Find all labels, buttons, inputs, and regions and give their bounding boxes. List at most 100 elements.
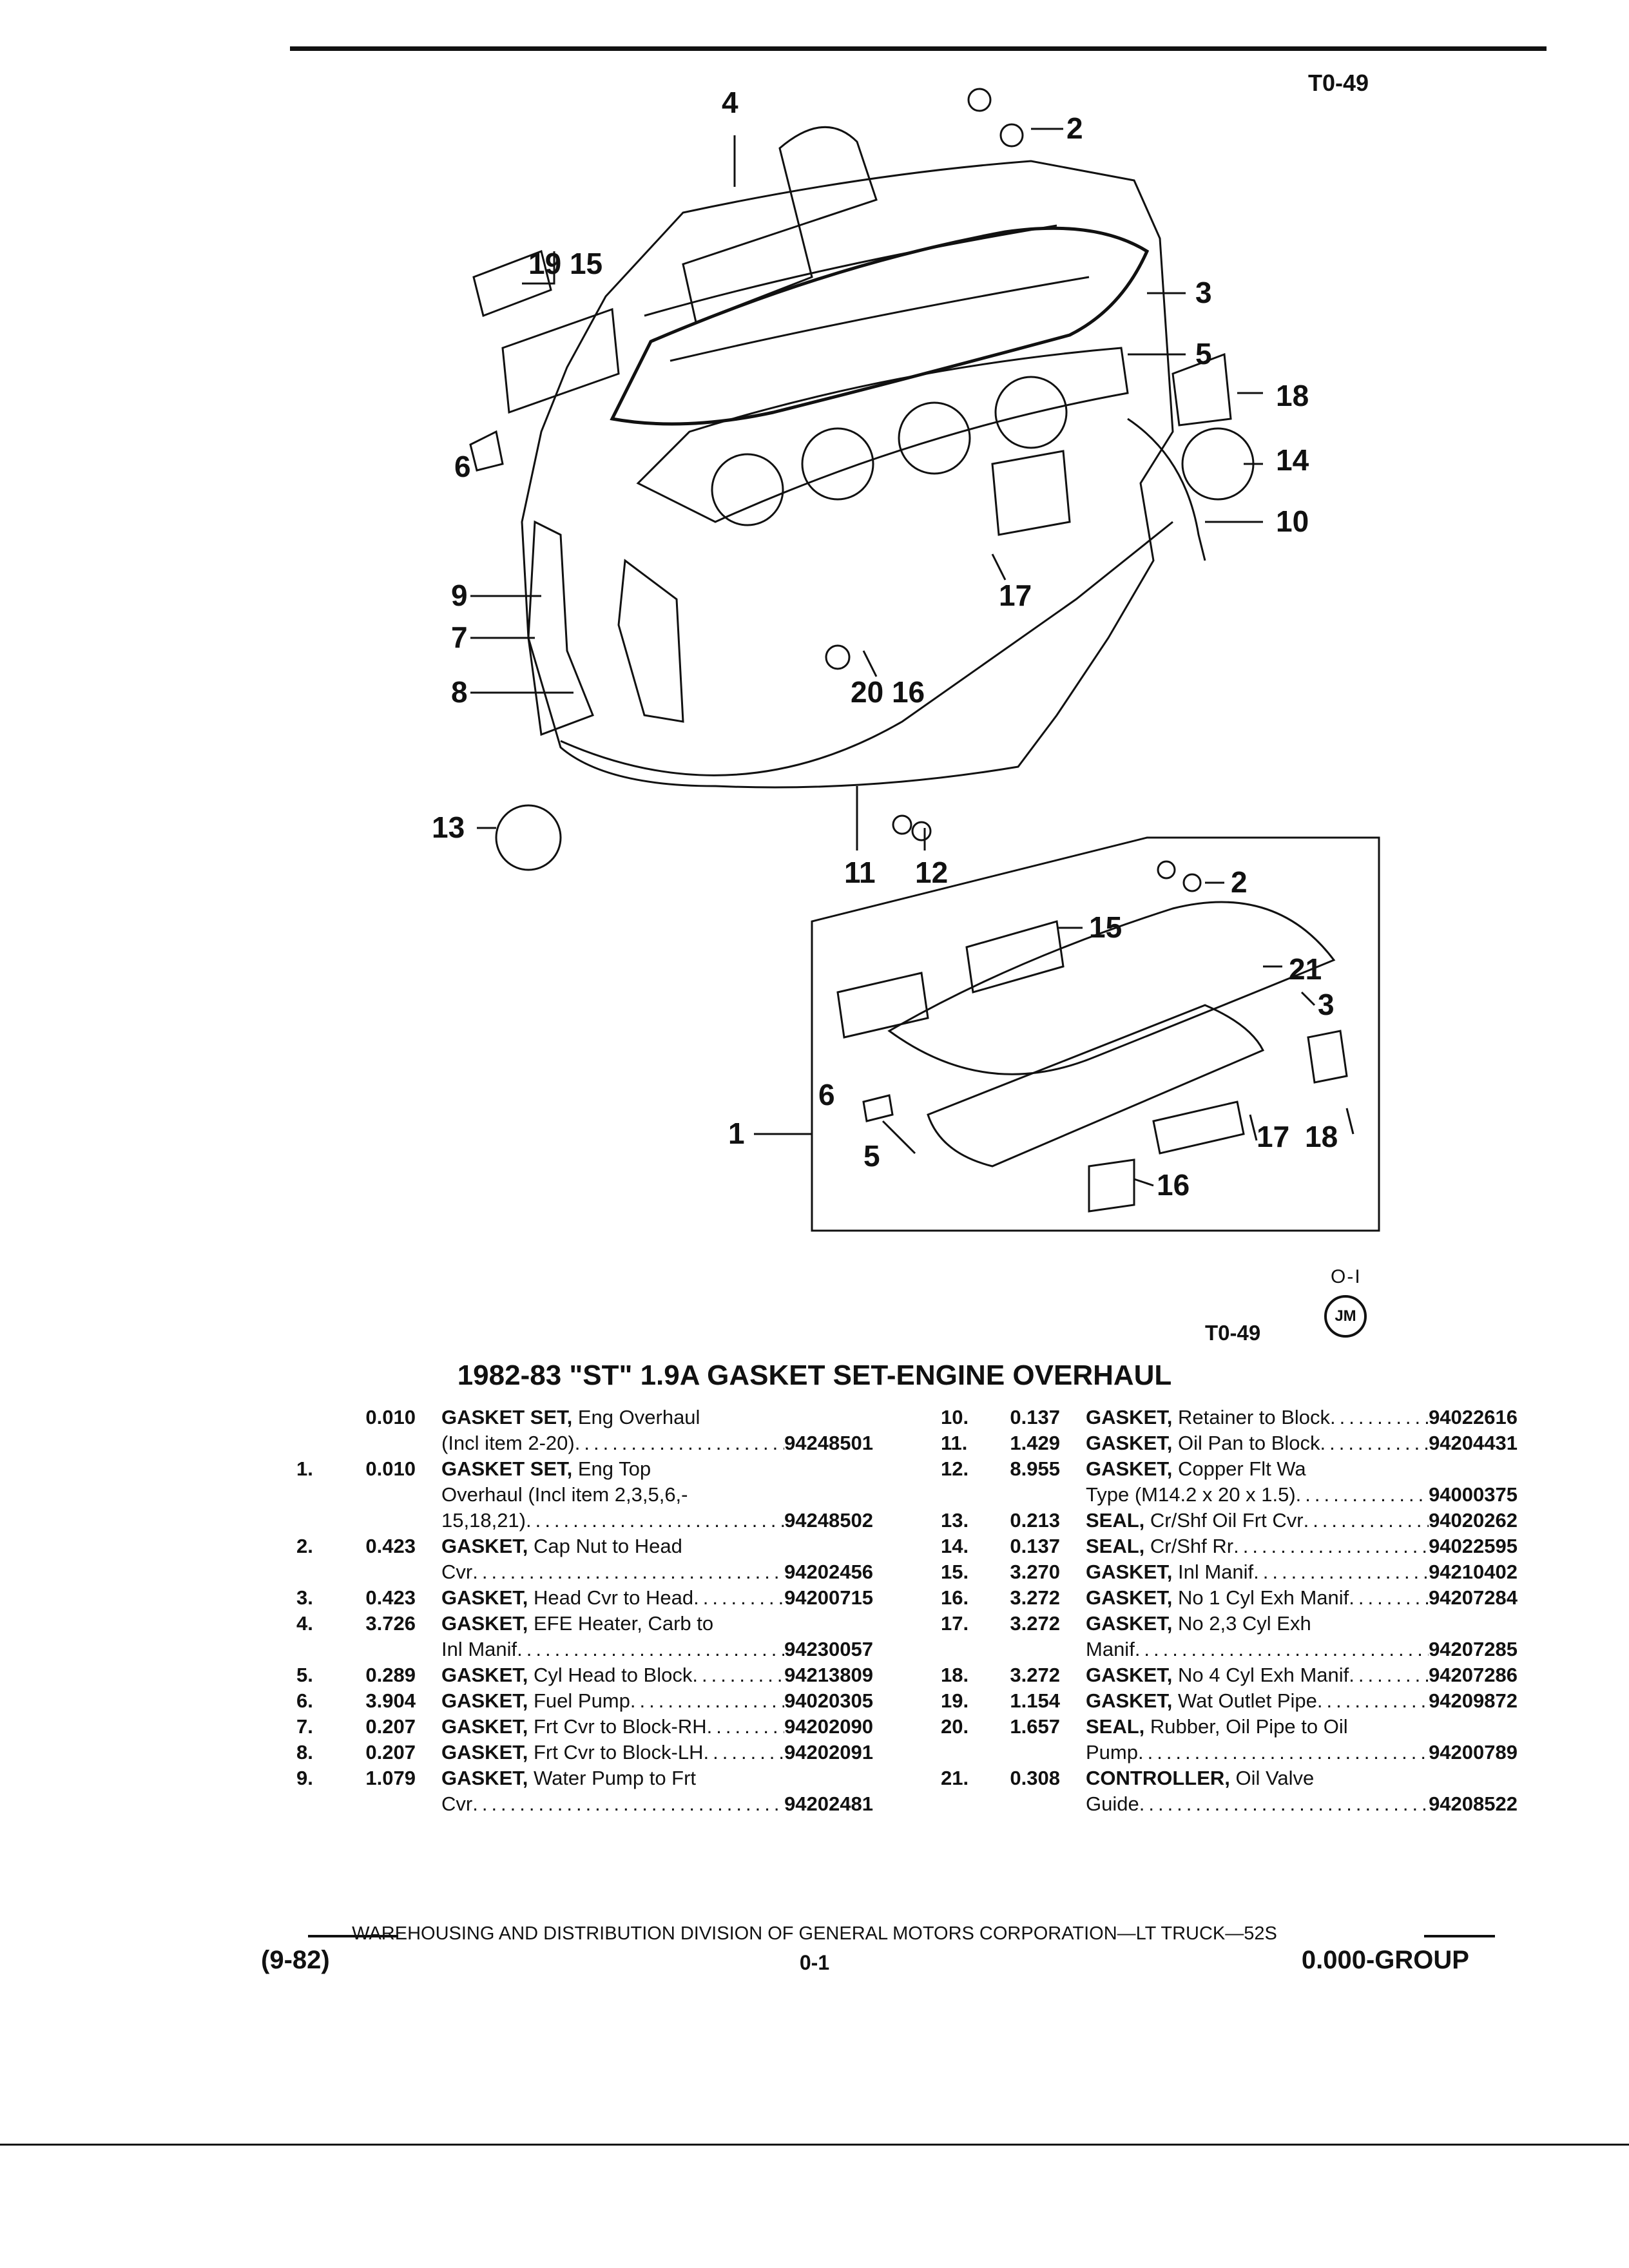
part-quantity: 8.955 xyxy=(1010,1457,1060,1480)
inset-callout-17: 17 xyxy=(1257,1120,1289,1153)
catalog-part-number: 94208522 xyxy=(1429,1792,1518,1815)
part-description-line: GASKET, Fuel Pump ......................… xyxy=(441,1688,873,1714)
part-quantity: 0.207 xyxy=(365,1741,416,1763)
callout-5: 5 xyxy=(1195,337,1212,370)
part-name: GASKET, xyxy=(1086,1586,1173,1609)
part-quantity: 0.137 xyxy=(1010,1535,1060,1557)
part-name: GASKET SET, xyxy=(441,1406,573,1428)
head-cover-gasket xyxy=(610,226,1150,426)
callout-17: 17 xyxy=(999,579,1032,612)
catalog-part-number: 94200789 xyxy=(1429,1741,1518,1763)
rear-crank-seal xyxy=(1181,427,1255,501)
part-quantity: 1.657 xyxy=(1010,1715,1060,1738)
part-description: Inl Manif xyxy=(1172,1561,1254,1583)
part-description: Head Cvr to Head xyxy=(528,1586,694,1609)
part-description: Wat Outlet Pipe xyxy=(1172,1689,1317,1712)
part-description: Frt Cvr to Block-LH xyxy=(528,1741,704,1763)
callout-4: 4 xyxy=(722,86,738,119)
leader-dots: ........................................… xyxy=(1233,1535,1429,1557)
part-description: Eng Top xyxy=(572,1457,651,1480)
leader-dots: ........................................… xyxy=(1137,1741,1429,1763)
part-description: No 4 Cyl Exh Manif xyxy=(1172,1664,1349,1686)
catalog-part-number: 94202090 xyxy=(784,1715,873,1738)
part-quantity: 0.213 xyxy=(1010,1509,1060,1532)
part-description-line: GASKET, Water Pump to Frt xyxy=(441,1765,873,1791)
part-name: GASKET, xyxy=(441,1689,528,1712)
catalog-part-number: 94207286 xyxy=(1429,1664,1518,1686)
part-quantity: 0.423 xyxy=(365,1535,416,1557)
part-entry: 19. 1.154 GASKET, Wat Outlet Pipe ........… xyxy=(941,1688,1521,1714)
leader-dots: ........................................… xyxy=(472,1561,784,1583)
part-name: SEAL, xyxy=(1086,1715,1145,1738)
part-name: GASKET, xyxy=(1086,1664,1173,1686)
part-description-line: GASKET SET, Eng Overhaul xyxy=(441,1405,873,1430)
callout-14: 14 xyxy=(1276,443,1309,477)
part-description-line: Pump ...................................… xyxy=(1086,1740,1518,1765)
catalog-part-number: 94207284 xyxy=(1429,1586,1518,1609)
leader-dots: ........................................… xyxy=(517,1638,784,1660)
part-number: 6. xyxy=(296,1689,313,1712)
part-number: 12. xyxy=(941,1457,969,1480)
part-quantity: 3.272 xyxy=(1010,1586,1060,1609)
footer-group: 0.000-GROUP xyxy=(1301,1946,1469,1974)
inset-callouts: 2 15 21 3 6 1 5 17 18 16 xyxy=(728,865,1338,1202)
part-number: 4. xyxy=(296,1612,313,1635)
callout-20-16: 20 16 xyxy=(851,675,925,709)
part-quantity: 0.308 xyxy=(1010,1767,1060,1789)
callout-9: 9 xyxy=(451,579,468,612)
part-quantity: 1.154 xyxy=(1010,1689,1060,1712)
part-quantity: 3.726 xyxy=(365,1612,416,1635)
part-description: Inl Manif xyxy=(441,1638,517,1660)
part-description: Pump xyxy=(1086,1741,1138,1763)
leader-dots: ........................................… xyxy=(703,1741,785,1763)
part-quantity: 0.010 xyxy=(365,1406,416,1428)
leader-dots: ........................................… xyxy=(526,1509,784,1532)
part-description: Manif xyxy=(1086,1638,1135,1660)
jm-logo-text: JM xyxy=(1335,1307,1356,1325)
catalog-part-number: 94200715 xyxy=(784,1586,873,1609)
catalog-part-number: 94202481 xyxy=(784,1792,873,1815)
catalog-part-number: 94204431 xyxy=(1429,1432,1518,1454)
part-description: Copper Flt Wa xyxy=(1172,1457,1306,1480)
part-description: Oil Pan to Block xyxy=(1172,1432,1320,1454)
leader-dots: ........................................… xyxy=(1349,1586,1429,1609)
part-number: 5. xyxy=(296,1664,313,1686)
part-number: 1. xyxy=(296,1457,313,1480)
part-description: Cyl Head to Block xyxy=(528,1664,693,1686)
leader-dots: ........................................… xyxy=(1295,1483,1429,1506)
leader-dots: ........................................… xyxy=(630,1689,784,1712)
part-description-line: SEAL, Cr/Shf Oil Frt Cvr ...............… xyxy=(1086,1508,1518,1533)
leader-dots: ........................................… xyxy=(1349,1664,1429,1686)
part-description-line: SEAL, Cr/Shf Rr ........................… xyxy=(1086,1533,1518,1559)
leader-dots: ........................................… xyxy=(692,1664,785,1686)
part-number: 10. xyxy=(941,1406,969,1428)
part-description: 15,18,21) xyxy=(441,1509,526,1532)
part-name: GASKET SET, xyxy=(441,1457,573,1480)
part-description-line: GASKET, Wat Outlet Pipe ................… xyxy=(1086,1688,1518,1714)
leader-dots: ........................................… xyxy=(1320,1432,1429,1454)
part-name: GASKET, xyxy=(1086,1561,1173,1583)
catalog-part-number: 94207285 xyxy=(1429,1638,1518,1660)
part-quantity: 0.289 xyxy=(365,1664,416,1686)
part-description-line: GASKET SET, Eng Top xyxy=(441,1456,873,1482)
part-name: GASKET, xyxy=(441,1586,528,1609)
catalog-part-number: 94230057 xyxy=(784,1638,873,1660)
part-number: 2. xyxy=(296,1535,313,1557)
part-description: Cap Nut to Head xyxy=(528,1535,682,1557)
part-description-line: 15,18,21) ..............................… xyxy=(441,1508,873,1533)
part-description-line: GASKET, Copper Flt Wa xyxy=(1086,1456,1518,1482)
callout-3: 3 xyxy=(1195,276,1212,309)
part-number: 19. xyxy=(941,1689,969,1712)
oil-pan-gasket xyxy=(560,521,1173,776)
part-name: GASKET, xyxy=(441,1535,528,1557)
footer-date: (9-82) xyxy=(261,1946,330,1974)
part-description-line: GASKET, No 4 Cyl Exh Manif .............… xyxy=(1086,1662,1518,1688)
part-quantity: 1.079 xyxy=(365,1767,416,1789)
inset-callout-21: 21 xyxy=(1289,952,1322,986)
